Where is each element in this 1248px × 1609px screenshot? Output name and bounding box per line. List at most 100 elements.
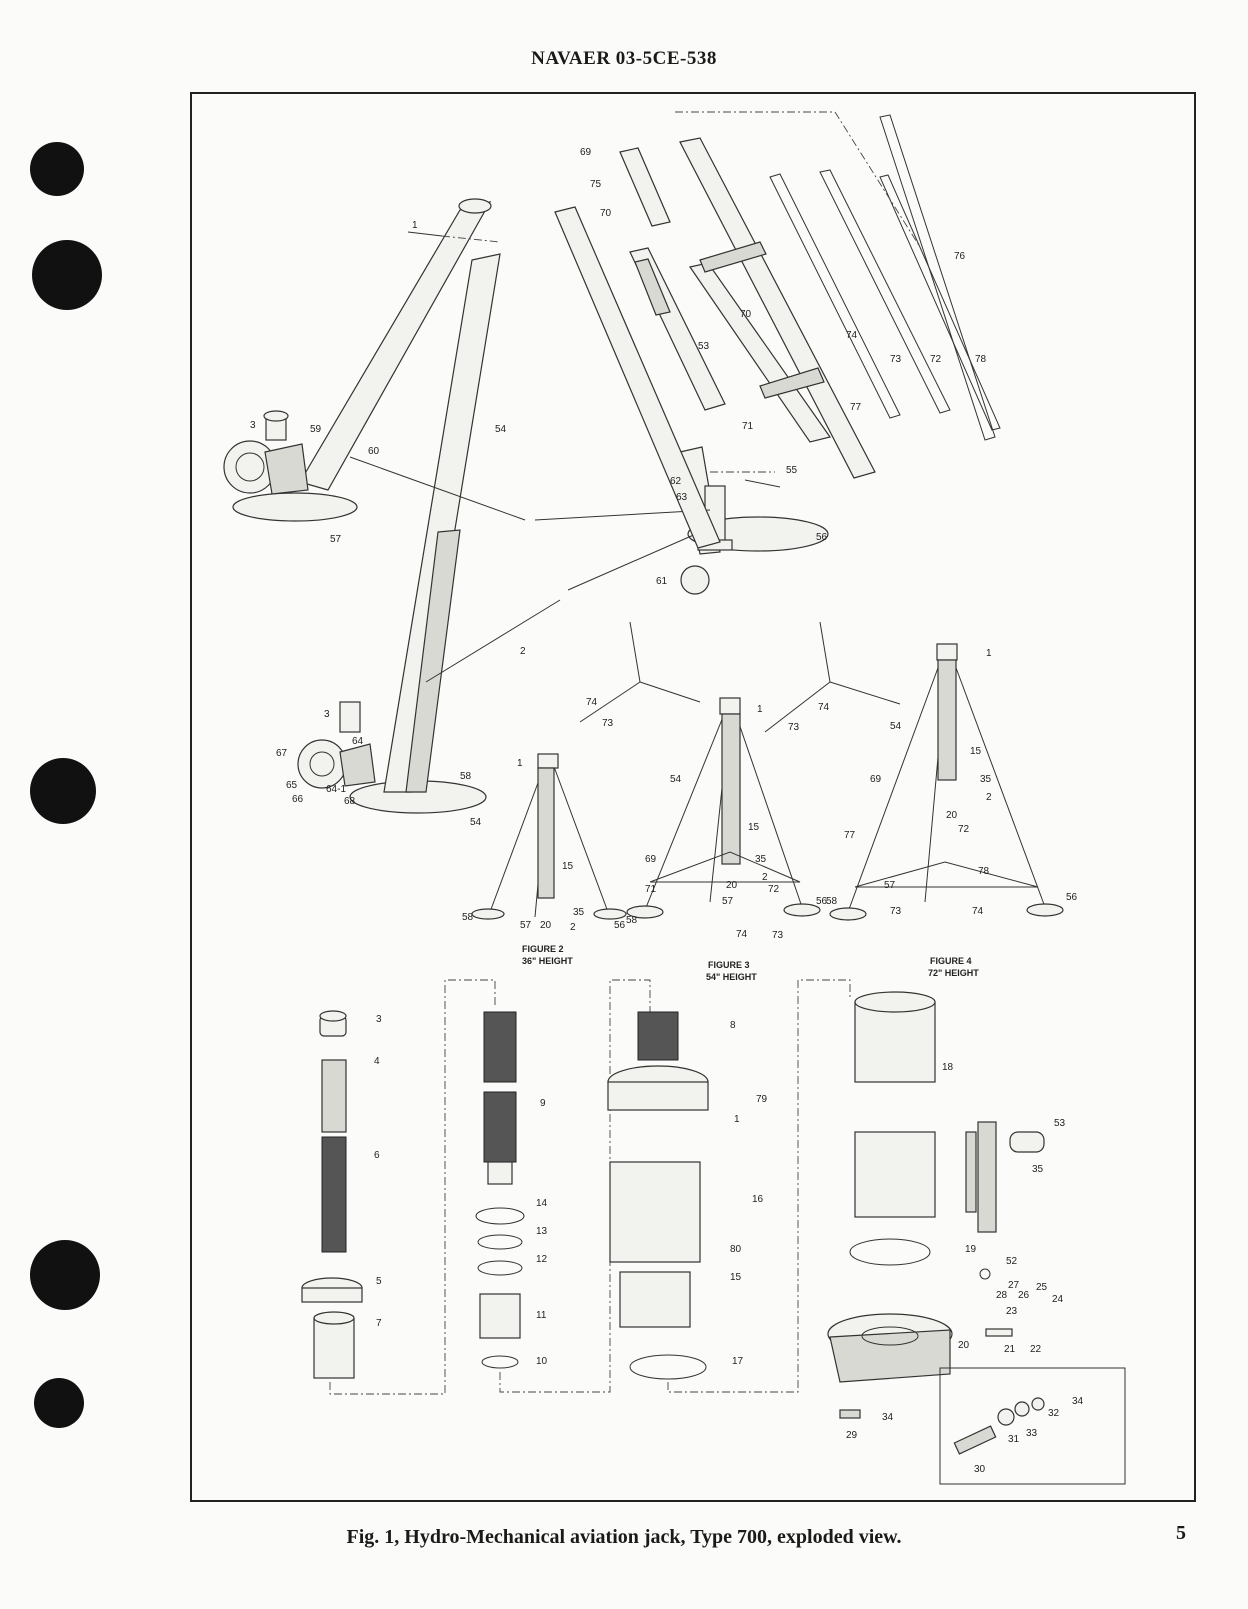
main-jack-drawing bbox=[223, 198, 829, 814]
figure-4-drawing bbox=[829, 643, 1064, 921]
callout: 24 bbox=[1052, 1294, 1064, 1305]
binder-hole-5 bbox=[34, 1378, 84, 1428]
callout: 18 bbox=[942, 1062, 954, 1073]
callout: 20 bbox=[726, 880, 738, 891]
binder-hole-2 bbox=[32, 240, 102, 310]
callout: 73 bbox=[788, 722, 800, 733]
callout: 73 bbox=[602, 718, 614, 729]
callout: 35 bbox=[1032, 1164, 1044, 1175]
callout: 23 bbox=[1006, 1306, 1018, 1317]
callout: 54 bbox=[890, 721, 902, 732]
callout: 19 bbox=[965, 1244, 977, 1255]
callout: 62 bbox=[670, 476, 682, 487]
callout: 77 bbox=[850, 402, 862, 413]
callout: 59 bbox=[310, 424, 322, 435]
callout: 72 bbox=[768, 884, 780, 895]
figure-2-height: 36" HEIGHT bbox=[522, 956, 573, 966]
callout: 20 bbox=[946, 810, 958, 821]
callout: 69 bbox=[870, 774, 882, 785]
callout: 34 bbox=[1072, 1396, 1084, 1407]
callouts-figure-3: 1 54 15 69 35 2 71 20 72 57 58 74 73 56 … bbox=[626, 704, 828, 982]
callout: 54 bbox=[670, 774, 682, 785]
callout: 30 bbox=[974, 1464, 986, 1475]
callout: 9 bbox=[540, 1098, 546, 1109]
callout: 2 bbox=[762, 872, 768, 883]
callout: 25 bbox=[1036, 1282, 1048, 1293]
callout: 32 bbox=[1048, 1408, 1060, 1419]
callouts-figure-4: 1 54 15 69 35 20 2 72 77 78 57 58 73 74 … bbox=[826, 648, 1078, 978]
callout: 11 bbox=[536, 1310, 547, 1321]
figure-3-height: 54" HEIGHT bbox=[706, 972, 757, 982]
callout: 64 bbox=[352, 736, 364, 747]
callout: 80 bbox=[730, 1244, 742, 1255]
callout: 79 bbox=[756, 1094, 768, 1105]
callout: 73 bbox=[772, 930, 784, 941]
callout: 57 bbox=[330, 534, 342, 545]
callout: 71 bbox=[645, 884, 657, 895]
callout: 22 bbox=[1030, 1344, 1042, 1355]
callout: 1 bbox=[986, 648, 992, 659]
callout: 74 bbox=[736, 929, 748, 940]
callouts-lower: 3 4 6 5 7 9 14 13 12 11 10 8 79 1 16 80 … bbox=[374, 1014, 1084, 1475]
callout: 70 bbox=[740, 309, 752, 320]
callout: 3 bbox=[250, 420, 256, 431]
callout: 20 bbox=[540, 920, 552, 931]
callout: 1 bbox=[734, 1114, 740, 1125]
callout: 4 bbox=[374, 1056, 380, 1067]
callout: 26 bbox=[1018, 1290, 1030, 1301]
callout: 55 bbox=[786, 465, 798, 476]
callout: 73 bbox=[890, 354, 902, 365]
callout: 2 bbox=[986, 792, 992, 803]
callouts-kit: 69 75 70 53 70 74 73 72 78 76 71 77 62 6… bbox=[580, 147, 987, 587]
callout: 56 bbox=[1066, 892, 1078, 903]
callout: 34 bbox=[882, 1412, 894, 1423]
callout: 57 bbox=[722, 896, 734, 907]
page-number: 5 bbox=[1176, 1522, 1186, 1544]
callout: 56 bbox=[816, 896, 828, 907]
figure-2-drawing bbox=[471, 753, 627, 920]
callout: 58 bbox=[826, 896, 838, 907]
callouts-fig-small: 74 73 74 73 bbox=[586, 697, 830, 733]
callout: 74 bbox=[846, 330, 858, 341]
callout: 20 bbox=[958, 1340, 970, 1351]
figure-caption: Fig. 1, Hydro-Mechanical aviation jack, … bbox=[346, 1526, 902, 1548]
binder-hole-3 bbox=[30, 758, 96, 824]
callout: 78 bbox=[978, 866, 990, 877]
binder-hole-1 bbox=[30, 142, 84, 196]
figure-4-height: 72" HEIGHT bbox=[928, 968, 979, 978]
callout: 35 bbox=[573, 907, 585, 918]
callout: 52 bbox=[1006, 1256, 1018, 1267]
callout: 75 bbox=[590, 179, 602, 190]
callout: 15 bbox=[730, 1272, 742, 1283]
callout: 5 bbox=[376, 1276, 382, 1287]
callout: 74 bbox=[972, 906, 984, 917]
callout: 57 bbox=[884, 880, 896, 891]
callout: 69 bbox=[645, 854, 657, 865]
figure-3-drawing bbox=[579, 621, 901, 919]
callout: 60 bbox=[368, 446, 380, 457]
callouts-main: 1 3 59 60 54 57 2 3 64 67 65 66 64-1 68 … bbox=[250, 220, 526, 807]
callout: 63 bbox=[676, 492, 688, 503]
callout: 69 bbox=[580, 147, 592, 158]
callout: 27 bbox=[1008, 1280, 1020, 1291]
callout: 2 bbox=[520, 646, 526, 657]
callout: 29 bbox=[846, 1430, 858, 1441]
callout: 65 bbox=[286, 780, 298, 791]
callout: 35 bbox=[755, 854, 767, 865]
exploded-view-illustration: 1 3 59 60 54 57 2 3 64 67 65 66 64-1 68 … bbox=[223, 111, 1126, 1485]
callout: 13 bbox=[536, 1226, 548, 1237]
callout: 8 bbox=[730, 1020, 736, 1031]
callout: 54 bbox=[495, 424, 507, 435]
callout: 16 bbox=[752, 1194, 764, 1205]
callout: 3 bbox=[324, 709, 330, 720]
callout: 71 bbox=[742, 421, 754, 432]
callout: 74 bbox=[818, 702, 830, 713]
lower-parts-drawing bbox=[301, 979, 1126, 1485]
callout: 7 bbox=[376, 1318, 382, 1329]
callout: 1 bbox=[412, 220, 418, 231]
callout: 1 bbox=[517, 758, 523, 769]
callout: 28 bbox=[996, 1290, 1008, 1301]
callout: 14 bbox=[536, 1198, 548, 1209]
callout: 2 bbox=[570, 922, 576, 933]
callout: 70 bbox=[600, 208, 612, 219]
